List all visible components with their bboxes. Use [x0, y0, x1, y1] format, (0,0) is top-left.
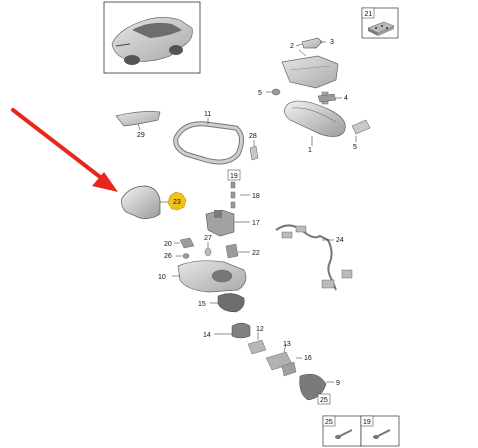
label-13: 13 [283, 341, 291, 348]
car-thumbnail-icon [111, 17, 193, 65]
label-14: 14 [203, 332, 211, 339]
part-21-box: 21 [361, 7, 399, 39]
label-20: 20 [164, 241, 172, 248]
part-24-wiring-harness [275, 224, 353, 291]
part-5-right [351, 119, 371, 142]
label-3: 3 [330, 39, 334, 46]
label-19-box: 19 [363, 419, 371, 426]
label-23: 23 [173, 199, 181, 206]
part-11-mirror-frame [173, 118, 244, 165]
part-22 [225, 243, 250, 259]
label-16: 16 [304, 355, 312, 362]
part-5-left [266, 88, 281, 96]
label-1: 1 [308, 147, 312, 154]
part-16 [281, 357, 302, 377]
highlight-badge-23 [167, 191, 187, 211]
label-19: 19 [230, 173, 238, 180]
label-9: 9 [336, 380, 340, 387]
fastener-box-25 [322, 415, 362, 447]
label-29: 29 [137, 132, 145, 139]
part-4 [317, 93, 342, 103]
label-11: 11 [204, 111, 211, 118]
label-22: 22 [252, 250, 260, 257]
label-17: 17 [252, 220, 260, 227]
vehicle-thumbnail [103, 1, 201, 74]
label-5-right: 5 [353, 144, 357, 151]
label-25-box: 25 [325, 419, 333, 426]
label-28: 28 [249, 133, 257, 140]
part-1-rearview-mirror [284, 91, 346, 137]
part-15 [210, 293, 245, 313]
part-18-screws [230, 181, 250, 209]
label-5-left: 5 [258, 90, 262, 97]
label-18: 18 [252, 193, 260, 200]
part-19-box [227, 169, 241, 181]
part-20 [174, 237, 195, 249]
part-27 [204, 242, 212, 257]
label-27: 27 [204, 235, 212, 242]
label-25-inline: 25 [320, 397, 328, 404]
part-26 [176, 253, 190, 259]
part-28 [249, 140, 259, 161]
label-10: 10 [158, 274, 166, 281]
label-12: 12 [256, 326, 264, 333]
label-26: 26 [164, 253, 172, 260]
label-21: 21 [365, 11, 373, 18]
label-24: 24 [336, 237, 344, 244]
label-4: 4 [344, 95, 348, 102]
part-2-3 [295, 37, 326, 49]
part-17-motor [205, 209, 250, 237]
part-12 [247, 332, 267, 355]
label-15: 15 [198, 301, 206, 308]
label-2: 2 [290, 43, 294, 50]
part-29-trim [115, 111, 161, 131]
part-10-mirror-base [172, 260, 247, 293]
part-14 [214, 322, 251, 339]
part-1-upper-cover [281, 55, 339, 89]
part-23-mirror-glass [121, 185, 170, 219]
red-arrow-icon [11, 108, 118, 192]
fastener-box-19 [360, 415, 400, 447]
